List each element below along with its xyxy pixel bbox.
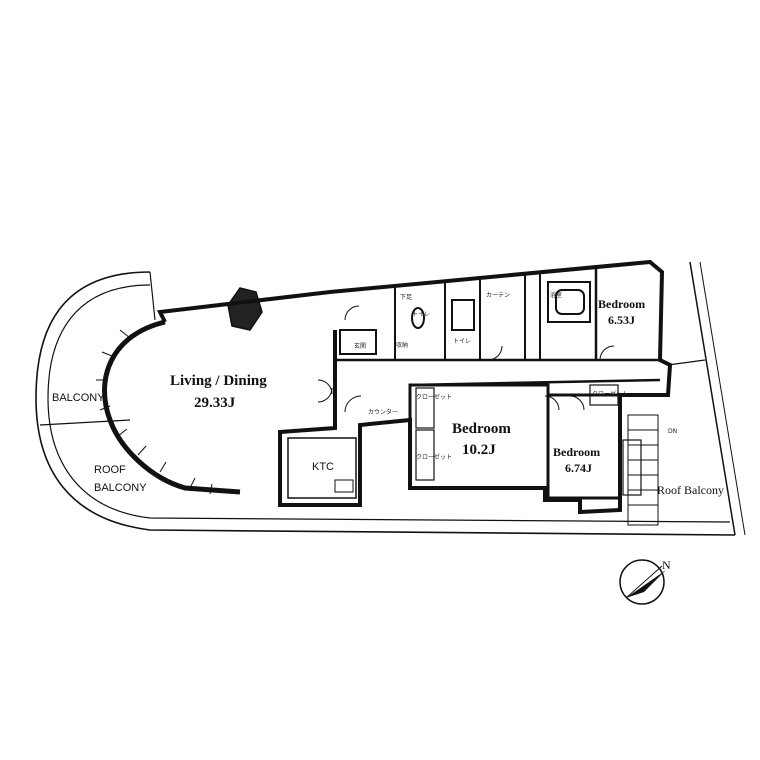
roof-balcony-right-label: Roof Balcony xyxy=(657,483,724,497)
bedroom-674-walls xyxy=(546,393,622,500)
bath-label: 浴室 xyxy=(550,292,563,299)
staircase xyxy=(627,414,659,526)
window-marks xyxy=(96,329,213,495)
living-room-size: 29.33J xyxy=(194,395,236,411)
entrance-label: 玄関 xyxy=(354,343,367,350)
bedroom-se-size: 6.74J xyxy=(565,461,592,475)
exterior-wall xyxy=(156,259,673,515)
kitchen-label: KTC xyxy=(312,461,334,473)
wet-area-walls xyxy=(339,273,591,360)
walkin-label: クローゼット xyxy=(592,391,629,398)
roof-balcony-label-line1: ROOF xyxy=(94,464,126,476)
roof-balcony-edge xyxy=(689,261,736,536)
compass-north-label: N xyxy=(662,558,671,572)
storage-label: 収納 xyxy=(396,342,409,349)
balcony-label: BALCONY xyxy=(52,392,105,404)
kitchen-sink xyxy=(334,479,354,493)
balcony-outline xyxy=(35,271,736,536)
kitchen-counter xyxy=(287,437,357,499)
bedroom-ne-size: 6.53J xyxy=(608,313,635,327)
bay-window xyxy=(227,287,263,331)
bedroom-ne-label: Bedroom xyxy=(598,297,646,311)
closet2-label: クローゼット xyxy=(416,454,453,461)
counter-label: カウンター xyxy=(368,409,399,416)
roof-balcony-edge-inner xyxy=(699,261,746,536)
stairs-down-label: DN xyxy=(668,428,678,435)
bedroom-main-size: 10.2J xyxy=(462,442,496,458)
toilet2-label: トイレ xyxy=(453,338,472,345)
compass-icon xyxy=(619,559,666,605)
roof-balcony-label-line2: BALCONY xyxy=(94,482,147,494)
toilet-label: トイレ xyxy=(412,311,431,318)
balcony-inner-outline xyxy=(47,284,731,523)
balcony-divider-2 xyxy=(149,271,156,321)
bedroom-se-label: Bedroom xyxy=(553,445,601,459)
living-room-label: Living / Dining xyxy=(170,373,267,389)
roof-balcony-top xyxy=(667,359,706,366)
balcony-divider xyxy=(39,419,131,426)
shoe-label: 下足 xyxy=(400,294,413,301)
curtain-label: カーテン xyxy=(486,292,511,299)
bedroom-main-label: Bedroom xyxy=(452,421,511,437)
door-swings xyxy=(317,305,615,413)
closet-outlines xyxy=(415,384,642,496)
closet1-label: クローゼット xyxy=(416,394,453,401)
living-curved-wall xyxy=(102,319,241,495)
